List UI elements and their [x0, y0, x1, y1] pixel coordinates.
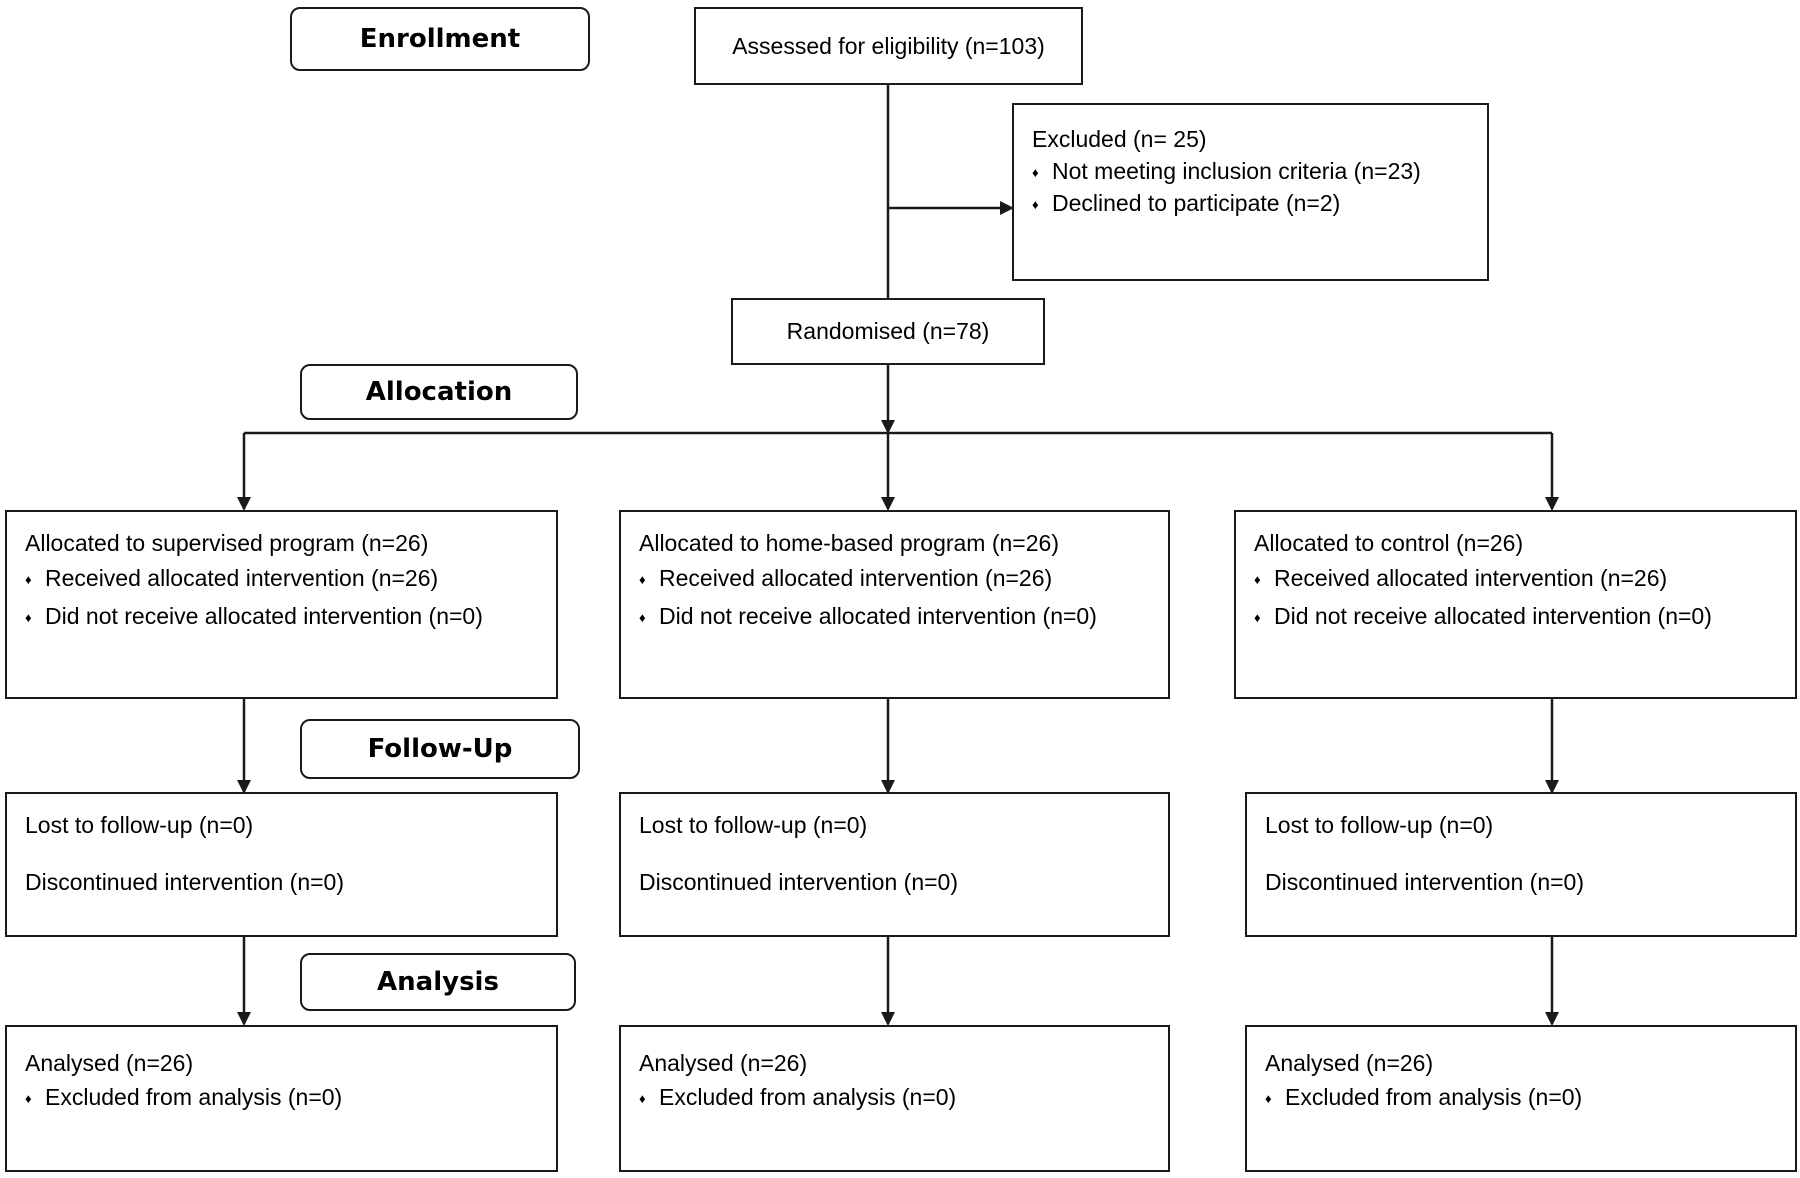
- excluded-analysis-item: ♦ Excluded from analysis (n=0): [1265, 1083, 1582, 1113]
- stage-allocation-label: Allocation: [365, 377, 513, 407]
- excluded-analysis-text: Excluded from analysis (n=0): [1285, 1084, 1583, 1110]
- assessed-box: Assessed for eligibility (n=103): [694, 7, 1083, 85]
- followup-box-home-based: Lost to follow-up (n=0) Discontinued int…: [619, 792, 1170, 937]
- lost-text: Lost to follow-up (n=0): [1265, 812, 1494, 838]
- followup-box-supervised: Lost to follow-up (n=0) Discontinued int…: [5, 792, 558, 937]
- bullet-icon: ♦: [1254, 572, 1261, 587]
- bullet-icon: ♦: [639, 1091, 646, 1106]
- stage-enrollment: Enrollment: [290, 7, 590, 71]
- excluded-title: Excluded (n= 25): [1032, 126, 1207, 152]
- excluded-analysis-item: ♦ Excluded from analysis (n=0): [25, 1083, 342, 1113]
- analysis-box-control: Analysed (n=26) ♦ Excluded from analysis …: [1245, 1025, 1797, 1172]
- allocated-text: Allocated to control (n=26): [1254, 530, 1524, 556]
- bullet-icon: ♦: [1265, 1091, 1272, 1106]
- not-received-text: Did not receive allocated intervention (…: [45, 603, 483, 629]
- analysed-text: Analysed (n=26): [1265, 1050, 1434, 1076]
- discontinued-text: Discontinued intervention (n=0): [639, 869, 958, 895]
- allocation-box-control: Allocated to control (n=26) ♦ Received al…: [1234, 510, 1797, 699]
- analysis-box-supervised: Analysed (n=26) ♦ Excluded from analysis …: [5, 1025, 558, 1172]
- discontinued-text: Discontinued intervention (n=0): [25, 869, 344, 895]
- allocated-text: Allocated to supervised program (n=26): [25, 530, 429, 556]
- discontinued-text: Discontinued intervention (n=0): [1265, 869, 1584, 895]
- allocated-text: Allocated to home-based program (n=26): [639, 530, 1059, 556]
- lost-text: Lost to follow-up (n=0): [25, 812, 254, 838]
- allocation-box-supervised: Allocated to supervised program (n=26) ♦…: [5, 510, 558, 699]
- bullet-icon: ♦: [1032, 165, 1039, 180]
- stage-follow-up: Follow-Up: [300, 719, 580, 779]
- assessed-text: Assessed for eligibility (n=103): [732, 32, 1045, 59]
- excluded-item-text: Not meeting inclusion criteria (n=23): [1052, 158, 1421, 184]
- not-received-text: Did not receive allocated intervention (…: [1274, 603, 1712, 629]
- received-item: ♦ Received allocated intervention (n=26): [1254, 564, 1667, 594]
- received-text: Received allocated intervention (n=26): [659, 565, 1053, 591]
- randomised-text: Randomised (n=78): [786, 318, 990, 344]
- stage-analysis: Analysis: [300, 953, 576, 1011]
- bullet-icon: ♦: [25, 610, 32, 625]
- excluded-box: Excluded (n= 25) ♦ Not meeting inclusion …: [1012, 103, 1489, 281]
- bullet-icon: ♦: [639, 610, 646, 625]
- bullet-icon: ♦: [25, 572, 32, 587]
- not-received-item: ♦ Did not receive allocated intervention …: [25, 602, 483, 632]
- excluded-item: ♦ Declined to participate (n=2): [1032, 189, 1340, 219]
- excluded-analysis-item: ♦ Excluded from analysis (n=0): [639, 1083, 956, 1113]
- stage-analysis-label: Analysis: [377, 967, 499, 997]
- randomised-box: Randomised (n=78): [731, 298, 1045, 365]
- received-item: ♦ Received allocated intervention (n=26): [25, 564, 438, 594]
- bullet-icon: ♦: [639, 572, 646, 587]
- lost-text: Lost to follow-up (n=0): [639, 812, 868, 838]
- bullet-icon: ♦: [25, 1091, 32, 1106]
- excluded-analysis-text: Excluded from analysis (n=0): [45, 1084, 343, 1110]
- excluded-item-text: Declined to participate (n=2): [1052, 190, 1341, 216]
- received-item: ♦ Received allocated intervention (n=26): [639, 564, 1052, 594]
- analysed-text: Analysed (n=26): [25, 1050, 194, 1076]
- analysis-box-home-based: Analysed (n=26) ♦ Excluded from analysis …: [619, 1025, 1170, 1172]
- stage-follow-up-label: Follow-Up: [367, 734, 513, 764]
- stage-allocation: Allocation: [300, 364, 578, 420]
- not-received-item: ♦ Did not receive allocated intervention …: [1254, 602, 1712, 632]
- bullet-icon: ♦: [1032, 197, 1039, 212]
- not-received-text: Did not receive allocated intervention (…: [659, 603, 1097, 629]
- received-text: Received allocated intervention (n=26): [1274, 565, 1668, 591]
- received-text: Received allocated intervention (n=26): [45, 565, 439, 591]
- not-received-item: ♦ Did not receive allocated intervention …: [639, 602, 1097, 632]
- analysed-text: Analysed (n=26): [639, 1050, 808, 1076]
- excluded-item: ♦ Not meeting inclusion criteria (n=23): [1032, 157, 1421, 187]
- allocation-box-home-based: Allocated to home-based program (n=26) ♦…: [619, 510, 1170, 699]
- excluded-analysis-text: Excluded from analysis (n=0): [659, 1084, 957, 1110]
- followup-box-control: Lost to follow-up (n=0) Discontinued int…: [1245, 792, 1797, 937]
- bullet-icon: ♦: [1254, 610, 1261, 625]
- stage-enrollment-label: Enrollment: [359, 24, 521, 54]
